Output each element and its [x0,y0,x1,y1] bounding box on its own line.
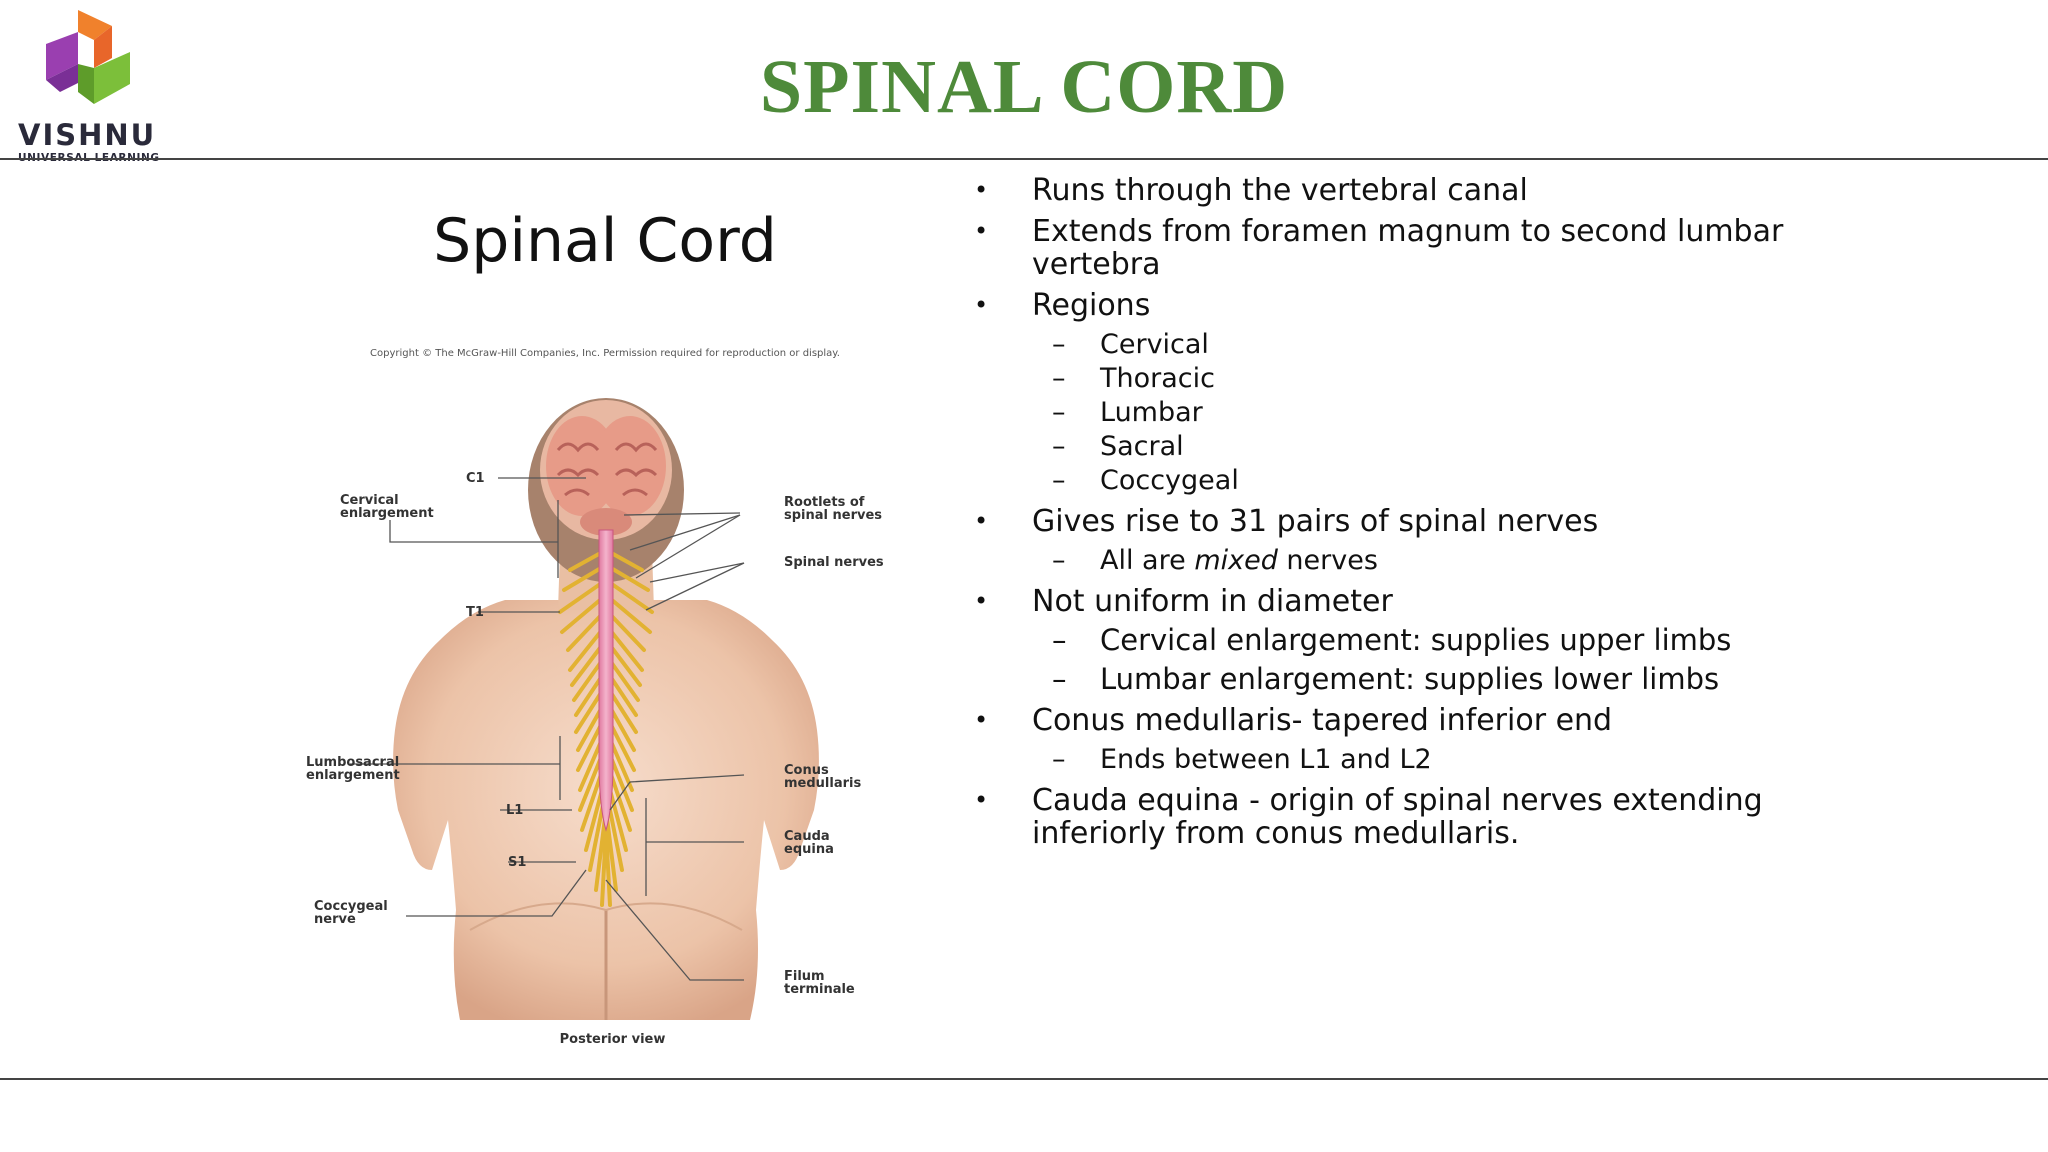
label-lumbosacral-enlargement: Lumbosacral enlargement [306,755,400,783]
header-divider [0,158,2048,160]
sub-bullet-item: Lumbar [968,396,1798,429]
bullet-item: Extends from foramen magnum to second lu… [968,215,1798,281]
sub-bullet-item: Ends between L1 and L2 [968,743,1798,776]
label-spinal-nerves: Spinal nerves [784,555,884,570]
brand-name: VISHNU [18,118,157,152]
bullet-list: Runs through the vertebral canal Extends… [968,174,1798,858]
mixed-pre: All are [1100,545,1195,576]
label-l1: L1 [506,803,524,818]
sub-bullet-item: Coccygeal [968,464,1798,497]
spinal-cord [598,529,614,832]
logo: VISHNU UNIVERSAL LEARNING [14,6,159,164]
bullet-item: Not uniform in diameter [968,585,1798,618]
page-title: SPINAL CORD [759,45,1289,129]
mixed-post: nerves [1277,545,1378,576]
label-s1: S1 [508,855,527,870]
spinal-nerves [558,548,654,907]
label-cauda-equina: Cauda equina [784,829,834,857]
label-coccygeal-nerve: Coccygeal nerve [314,899,388,927]
sub-bullet-item: Sacral [968,430,1798,463]
label-rootlets: Rootlets of spinal nerves [784,495,883,523]
bullet-item: Cauda equina - origin of spinal nerves e… [968,784,1798,850]
bullet-item: Regions [968,289,1798,322]
brain-icon [546,416,666,536]
label-conus-medullaris: Conus medullaris [784,763,862,791]
sub-bullet-item: Thoracic [968,362,1798,395]
mixed-emphasis: mixed [1194,545,1278,576]
figure-title: Spinal Cord [433,206,777,276]
sub-bullet-item: Lumbar enlargement: supplies lower limbs [968,663,1798,697]
label-cervical-enlargement: Cervical enlargement [340,493,434,521]
bullet-item: Conus medullaris- tapered inferior end [968,704,1798,737]
sub-bullet-item: Cervical enlargement: supplies upper lim… [968,624,1798,658]
label-filum-terminale: Filum terminale [784,969,855,997]
figure-copyright: Copyright © The McGraw-Hill Companies, I… [370,348,840,359]
label-t1: T1 [466,605,484,620]
bullet-item: Gives rise to 31 pairs of spinal nerves [968,505,1798,538]
sub-bullet-item: All are mixed nerves [968,544,1798,577]
bullet-item: Runs through the vertebral canal [968,174,1798,207]
anatomy-illustration [350,398,819,1020]
sub-bullet-item: Cervical [968,328,1798,361]
label-c1: C1 [466,471,485,486]
footer-divider [0,1078,2048,1080]
spinal-cord-figure: Spinal Cord Copyright © The McGraw-Hill … [290,170,930,1060]
logo-mark-icon [46,10,130,104]
figure-caption: Posterior view [559,1032,666,1047]
